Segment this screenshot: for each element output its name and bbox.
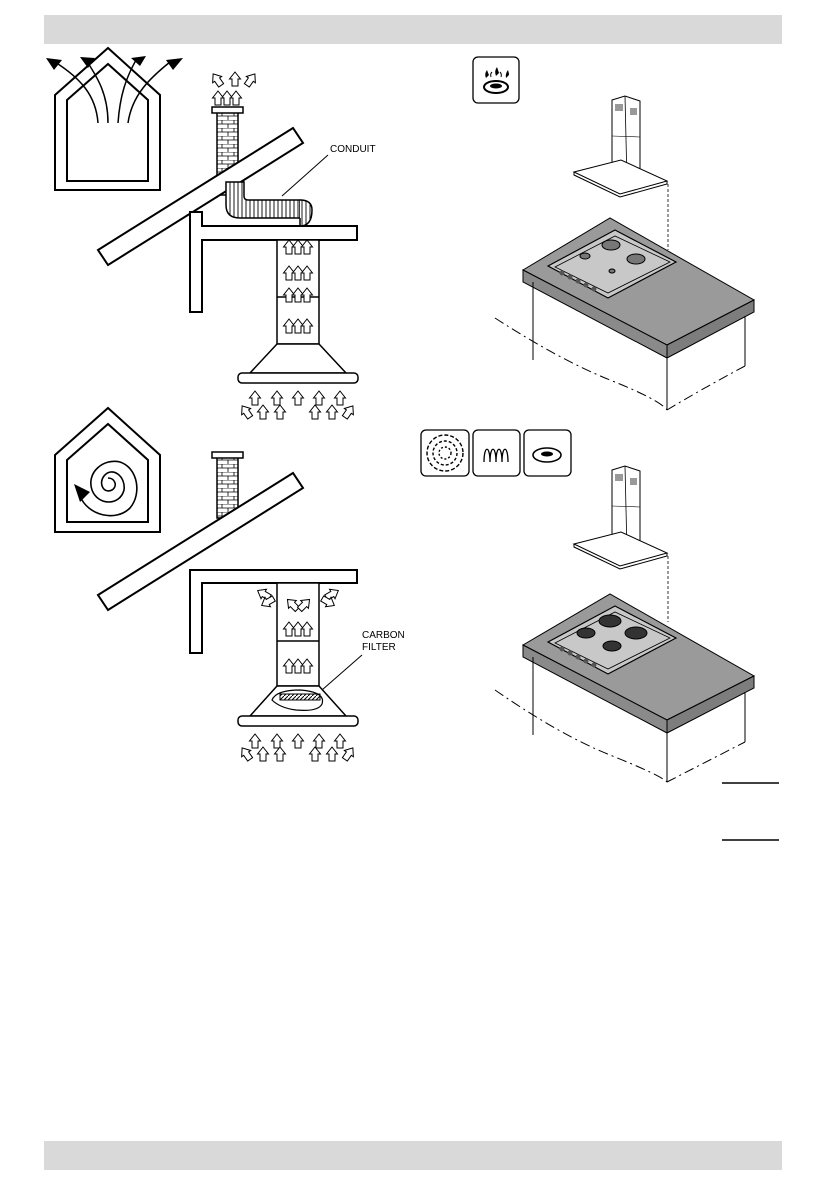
induction-coil-icon	[473, 430, 520, 476]
house-recirculation-icon	[55, 408, 160, 532]
cooker-hood-ducted	[238, 240, 358, 383]
exhaust-arrow-icon	[230, 72, 241, 86]
conduit-label: CONDUIT	[330, 144, 376, 155]
exhaust-arrow-icon	[209, 71, 226, 89]
carbon-filter-label: FILTER	[362, 642, 396, 653]
gas-burner-icon	[473, 57, 519, 103]
conduit	[226, 182, 312, 226]
conduit-leader-line	[282, 155, 328, 196]
airflow-arrows-ducted	[238, 240, 358, 421]
carbon-filter-label: CARBON	[362, 630, 405, 641]
exhaust-arrow-icon	[213, 91, 224, 105]
ceiling-wall	[190, 570, 357, 653]
radiant-ring-icon	[421, 430, 469, 476]
exhaust-arrow-icon	[231, 91, 242, 105]
ceiling-wall	[190, 212, 357, 312]
house-outflow-icon	[46, 48, 183, 190]
carbon-filter-leader-line	[322, 655, 362, 690]
island-hood-electric	[574, 466, 668, 622]
cooker-hood-recirculating	[238, 583, 358, 726]
exhaust-arrow-icon	[242, 71, 259, 89]
solid-plate-icon	[524, 430, 571, 476]
